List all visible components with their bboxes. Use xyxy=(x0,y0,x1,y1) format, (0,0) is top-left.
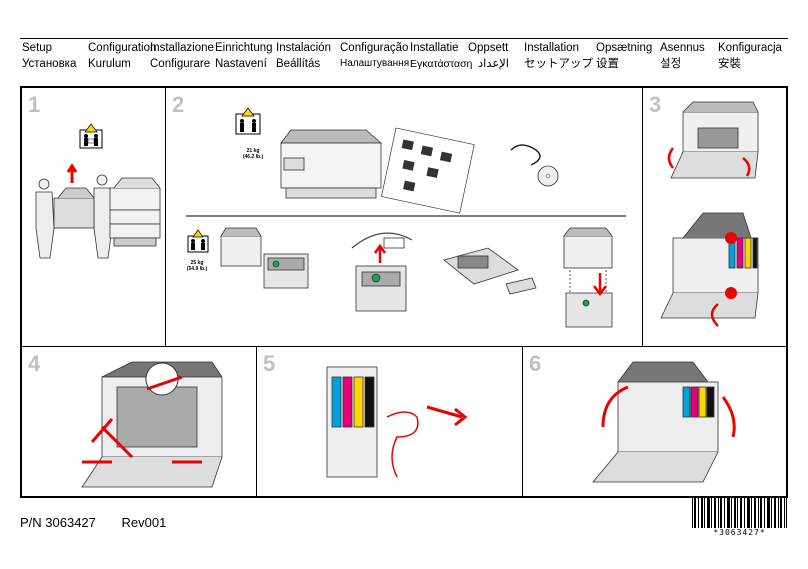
lang-label: Opsætning xyxy=(596,42,653,54)
step-3-illustration xyxy=(660,101,759,327)
step-6-panel: 6 xyxy=(522,346,787,497)
lang-label: Beállítás xyxy=(276,58,321,70)
weight-label: 25 kg (54.9 lb.) xyxy=(186,260,208,272)
step-1-illustration xyxy=(35,123,161,259)
lang-label: Setup xyxy=(22,42,53,54)
barcode-text: *3063427* xyxy=(713,528,766,537)
lang-label: Configurare xyxy=(150,58,211,70)
step-number: 3 xyxy=(649,92,662,117)
lang-label: الإعداد xyxy=(478,58,509,70)
step-number: 2 xyxy=(172,92,185,117)
lang-label: Nastavení xyxy=(215,58,267,70)
lang-label: Configuration xyxy=(88,42,157,54)
lang-label: Installazione xyxy=(150,42,214,54)
footer: P/N 3063427 Rev001 xyxy=(20,515,166,530)
step-5-illustration xyxy=(326,366,468,478)
lang-label: Oppsett xyxy=(468,42,509,54)
lang-label: Налаштування xyxy=(340,58,410,69)
step-number: 4 xyxy=(28,351,41,376)
lang-label: Konfiguracja xyxy=(718,42,782,54)
lang-label: セットアップ xyxy=(524,58,593,70)
lang-label: Kurulum xyxy=(88,58,131,70)
step-6-illustration xyxy=(592,361,736,483)
two-person-lift-icon xyxy=(187,229,209,253)
step-4-illustration xyxy=(81,361,223,488)
lang-label: Установка xyxy=(22,58,77,70)
step-number: 1 xyxy=(28,92,41,117)
two-person-lift-icon xyxy=(235,107,261,135)
barcode-icon xyxy=(692,498,787,528)
lang-label: 安裝 xyxy=(718,58,741,70)
two-person-lift-icon xyxy=(79,123,103,149)
lang-label: 설정 xyxy=(660,58,682,70)
step-4-panel: 4 xyxy=(21,346,257,497)
step-3-panel: 3 xyxy=(642,87,787,347)
lang-label: Asennus xyxy=(660,42,705,54)
lang-label: Εγκατάσταση xyxy=(410,58,473,70)
step-number: 5 xyxy=(263,351,276,376)
lang-label: Einrichtung xyxy=(215,42,273,54)
revision: Rev001 xyxy=(121,515,167,530)
lang-label: Instalación xyxy=(276,42,331,54)
lang-label: Installatie xyxy=(410,42,459,54)
step-5-panel: 5 xyxy=(256,346,523,497)
lang-label: Configuração xyxy=(340,42,409,54)
step-2-illustration xyxy=(186,107,626,328)
lang-label: Installation xyxy=(524,42,579,54)
weight-label: 21 kg (46.2 lb.) xyxy=(242,148,264,160)
step-2-panel: 2 xyxy=(165,87,643,347)
steps-grid: 1 xyxy=(20,86,788,498)
part-number: P/N 3063427 xyxy=(20,515,96,530)
step-number: 6 xyxy=(529,351,542,376)
step-1-panel: 1 xyxy=(21,87,166,347)
lang-label: 设置 xyxy=(596,58,619,70)
language-header: Setup Configuration Installazione Einric… xyxy=(20,38,788,79)
